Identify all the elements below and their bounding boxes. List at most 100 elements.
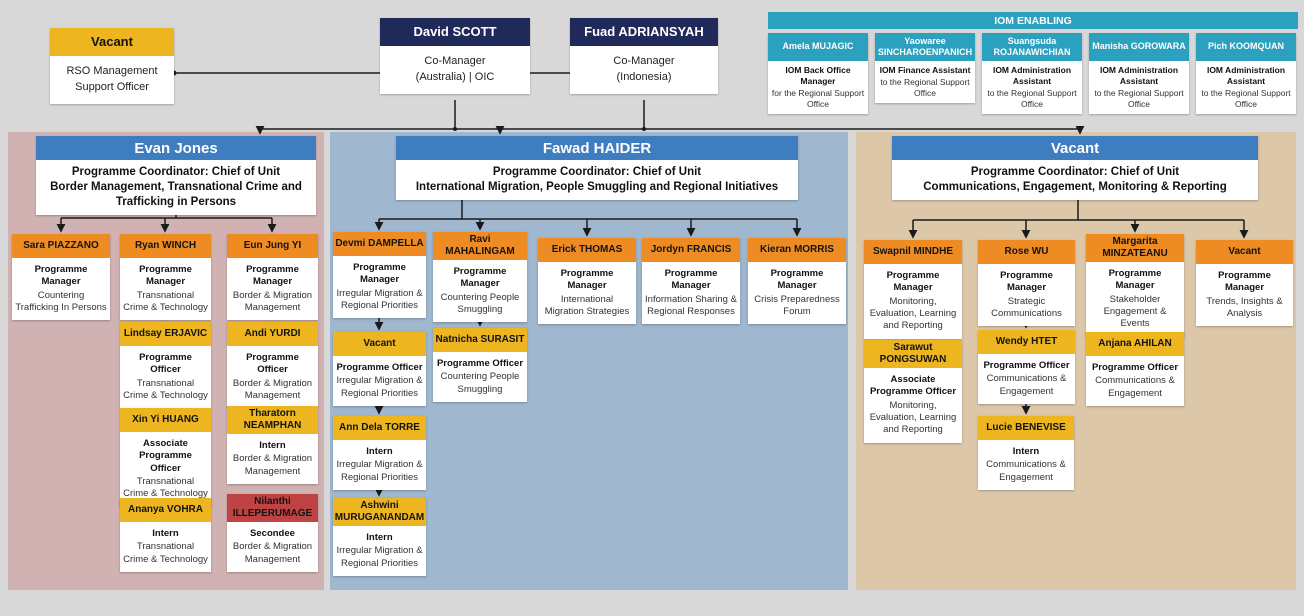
- member-role: Programme Manager: [246, 264, 299, 288]
- member-role: Programme Officer: [139, 352, 192, 376]
- member-area: Countering People Smuggling: [440, 371, 520, 395]
- member-role: Intern: [259, 440, 286, 451]
- member-name: Nilanthi ILLEPERUMAGE: [227, 494, 318, 522]
- member-name: Swapnil MINDHE: [864, 240, 962, 264]
- unit-subtitle-line2: Border Management, Transnational Crime a…: [50, 180, 302, 208]
- member-area: Information Sharing & Regional Responses: [645, 293, 737, 318]
- member-area: Irregular Migration & Regional Prioritie…: [336, 375, 423, 399]
- member-name: Tharatorn NEAMPHAN: [227, 406, 318, 434]
- member-area: Countering People Smuggling: [440, 291, 520, 316]
- member-role: Programme Manager: [34, 264, 88, 288]
- unit-chief-name: Fawad HAIDER: [396, 136, 798, 160]
- member-name: Natnicha SURASIT: [433, 328, 527, 352]
- member-role: Intern: [366, 446, 393, 457]
- card-pich-koomquan: Pich KOOMQUAN IOM Administration Assista…: [1196, 33, 1296, 115]
- member-role: Programme Officer: [336, 362, 423, 373]
- member-name: Ashwini MURUGANANDAM: [333, 498, 426, 526]
- member-name: Margarita MINZATEANU: [1086, 234, 1184, 262]
- member-name: Ann Dela TORRE: [333, 416, 426, 440]
- member-role: Programme Manager: [770, 268, 824, 292]
- member-name: Vacant: [333, 332, 426, 356]
- card-yaowaree-sincharoenpanich: Yaowaree SINCHAROENPANICH IOM Finance As…: [875, 33, 975, 104]
- card-suangsuda-rojanawichian: Suangsuda ROJANAWICHIAN IOM Administrati…: [982, 33, 1082, 115]
- member-role: Programme Manager: [139, 264, 192, 288]
- member-role: Programme Officer: [436, 358, 524, 369]
- member-name: Pich KOOMQUAN: [1196, 33, 1296, 61]
- member-name: Vacant: [50, 28, 174, 56]
- member-name: Kieran MORRIS: [748, 238, 846, 262]
- member-name: Ryan WINCH: [120, 234, 211, 258]
- member-name: Fuad ADRIANSYAH: [570, 18, 718, 46]
- member-role: Associate Programme Officer: [139, 438, 192, 474]
- member-detail: to the Regional Support Office: [880, 77, 970, 99]
- member-detail: for the Regional Support Office: [771, 88, 865, 110]
- member-area: Irregular Migration & Regional Prioritie…: [336, 459, 423, 483]
- member-role: IOM Finance Assistant: [879, 65, 971, 75]
- member-name: Jordyn FRANCIS: [642, 238, 740, 262]
- member-area: Stakeholder Engagement & Events: [1103, 293, 1167, 330]
- card-sarawut-pongsuwan: Sarawut PONGSUWAN Associate Programme Of…: [864, 340, 962, 443]
- member-area: Border & Migration Management: [232, 453, 313, 477]
- member-role: Programme Officer: [246, 352, 299, 376]
- member-role: Programme Manager: [353, 262, 406, 286]
- member-role: Programme Manager: [664, 268, 718, 292]
- member-role: Intern: [152, 528, 179, 539]
- member-name: Lucie BENEVISE: [978, 416, 1074, 440]
- member-role: IOM Administration Assistant: [992, 65, 1072, 87]
- member-role: Co-Manager: [424, 55, 486, 67]
- member-area: Border & Migration Management: [232, 289, 313, 314]
- member-name: Andi YURDI: [227, 322, 318, 346]
- member-area: Monitoring, Evaluation, Learning and Rep…: [869, 399, 957, 436]
- member-role: Programme Officer: [983, 360, 1070, 371]
- member-name: Sara PIAZZANO: [12, 234, 110, 258]
- member-name: Ravi MAHALINGAM: [433, 232, 527, 260]
- member-area: Countering Trafficking In Persons: [15, 289, 107, 314]
- member-area: Irregular Migration & Regional Prioritie…: [336, 287, 423, 312]
- member-name: Yaowaree SINCHAROENPANICH: [875, 33, 975, 61]
- unit-head-border-management: Evan Jones Programme Coordinator: Chief …: [36, 136, 316, 215]
- member-role: Programme Manager: [1108, 268, 1162, 292]
- member-detail: (Indonesia): [616, 70, 672, 83]
- member-area: Irregular Migration & Regional Prioritie…: [336, 545, 423, 569]
- member-role: Intern: [1012, 446, 1040, 457]
- member-role: Associate Programme Officer: [869, 374, 957, 398]
- member-name: Manisha GOROWARA: [1089, 33, 1189, 61]
- member-area: Crisis Preparedness Forum: [754, 293, 840, 318]
- member-name: Eun Jung YI: [227, 234, 318, 258]
- member-role: IOM Back Office Manager: [785, 65, 851, 87]
- member-area: Communications & Engagement: [986, 373, 1067, 397]
- member-role: Co-Manager: [613, 55, 675, 67]
- member-area: Border & Migration Management: [232, 541, 313, 565]
- card-rso-vacant: Vacant RSO Management Support Officer: [50, 28, 174, 104]
- unit-subtitle-line1: Programme Coordinator: Chief of Unit: [970, 166, 1180, 178]
- member-name: Xin Yi HUANG: [120, 408, 211, 432]
- member-name: Devmi DAMPELLA: [333, 232, 426, 256]
- member-name: Vacant: [1196, 240, 1293, 264]
- member-area: Transnational Crime & Technology: [123, 289, 208, 314]
- enabling-title: IOM ENABLING: [768, 12, 1298, 29]
- member-role: IOM Administration Assistant: [1206, 65, 1286, 87]
- member-role: Programme Manager: [560, 268, 614, 292]
- member-area: Monitoring, Evaluation, Learning and Rep…: [869, 295, 957, 332]
- member-role: Programme Manager: [453, 266, 507, 290]
- unit-chief-name: Evan Jones: [36, 136, 316, 160]
